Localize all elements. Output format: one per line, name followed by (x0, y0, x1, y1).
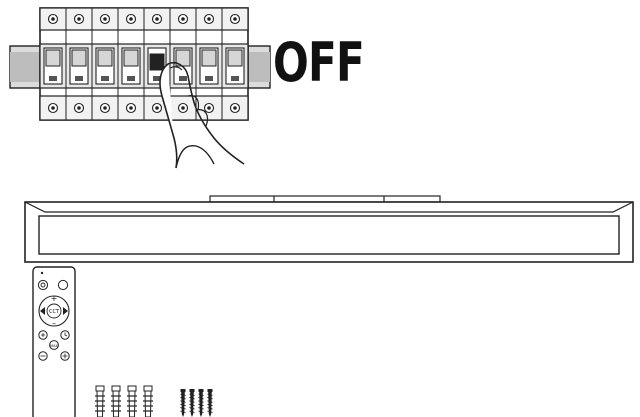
breaker-switch (69, 47, 89, 85)
terminal-screw-icon (73, 13, 85, 25)
wall-anchors (95, 385, 153, 417)
breaker-module (43, 13, 63, 114)
arrow-left-icon (40, 307, 45, 315)
breaker-switch (225, 47, 245, 85)
terminal-screw-icon (73, 102, 85, 114)
breaker-switch (95, 47, 115, 85)
terminal-screw-icon (125, 13, 137, 25)
light-fixture (24, 195, 634, 263)
hand-icon (159, 61, 245, 169)
breaker-module (65, 8, 89, 120)
terminal-screw-icon (125, 102, 137, 114)
scene-2-icon (60, 351, 70, 361)
screw-icon (198, 389, 204, 417)
scene-1-icon (38, 351, 48, 361)
preset-icon (38, 330, 48, 340)
remote-center-label: CCT (49, 309, 60, 315)
terminal-screw-icon (47, 13, 59, 25)
terminal-screw-icon (151, 13, 163, 25)
screw-icon (207, 389, 213, 417)
arrow-right-icon (63, 307, 68, 315)
breaker-module (117, 8, 141, 120)
breaker-modules (43, 8, 245, 120)
remote-plus-label: + (51, 294, 58, 303)
breaker-switch (199, 47, 219, 85)
terminal-screw-icon (177, 13, 189, 25)
terminal-screw-icon (99, 102, 111, 114)
terminal-screw-icon (151, 102, 163, 114)
remote-minus-label: – (52, 319, 56, 328)
screw-icon (180, 389, 186, 417)
breaker-module (91, 8, 115, 120)
remote-control: + – CCT MAX (32, 266, 76, 417)
timer-icon (60, 330, 70, 340)
terminal-screw-icon (229, 102, 241, 114)
terminal-screw-icon (99, 13, 111, 25)
terminal-screw-icon (203, 102, 215, 114)
wall-anchor-icon (95, 385, 105, 417)
din-rail (9, 45, 271, 89)
breaker-switch (43, 47, 63, 85)
terminal-screw-icon (47, 102, 59, 114)
screw-icon (189, 389, 195, 417)
terminal-screw-icon (177, 102, 189, 114)
wall-anchor-icon (143, 385, 153, 417)
breaker-module (221, 8, 245, 120)
wall-anchor-icon (127, 385, 137, 417)
wall-anchor-icon (111, 385, 121, 417)
max-button: MAX (49, 340, 59, 350)
status-off-label: OFF (273, 31, 365, 94)
breaker-module (195, 8, 219, 120)
remote-max-label: MAX (50, 344, 59, 348)
power-icon (37, 279, 49, 291)
terminal-screw-icon (229, 13, 241, 25)
screws (180, 389, 213, 417)
night-mode-icon (57, 279, 69, 291)
terminal-screw-icon (203, 13, 215, 25)
breaker-switch (121, 47, 141, 85)
